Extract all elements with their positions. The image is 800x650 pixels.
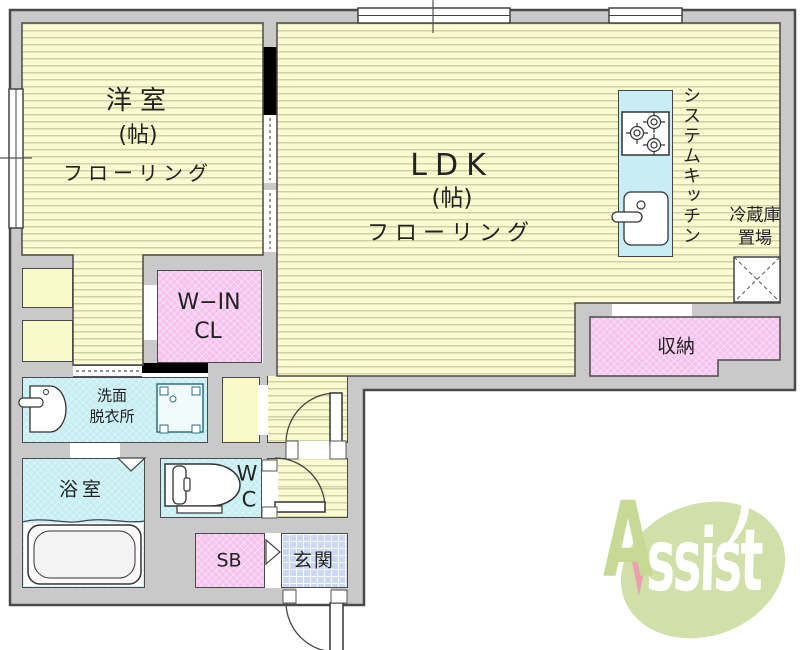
wall-right (780, 10, 795, 390)
wall-black-segment (263, 47, 277, 115)
entrance-label: 玄関 (292, 549, 336, 572)
ldk-size: (帖) (431, 185, 473, 212)
wall-wic-top (143, 255, 263, 270)
kitchen-sink-icon (611, 191, 669, 246)
shoebox-label: SB (216, 549, 242, 572)
bathroom-label: 浴室 (58, 478, 106, 501)
wc-label-2: C (241, 487, 257, 512)
wc-door-leaf (274, 501, 326, 513)
refrigerator-space-icon (733, 256, 781, 303)
ldk-outline (276, 22, 781, 377)
washroom-door-opening (70, 443, 120, 458)
hall-door-leaf (329, 392, 343, 444)
room-wic (157, 270, 262, 363)
window-top-2 (608, 7, 683, 24)
storage-label: 収納 (656, 335, 696, 358)
sliding-door-panel-2 (263, 190, 277, 252)
wall-room-divider-top (263, 23, 277, 47)
outer-wall-outline (8, 8, 797, 607)
fridge-label-2: 置場 (738, 228, 772, 249)
hall-door-arc (285, 392, 337, 444)
jamb-notch (329, 440, 347, 460)
window-left (0, 88, 32, 229)
stove-icon (621, 111, 670, 156)
ldk-name: LDK (410, 148, 494, 183)
yoshitsu-outline (21, 22, 264, 366)
wall-wc-bottom (145, 518, 348, 533)
hall-door-opening (298, 441, 330, 459)
entrance-step-marker (265, 538, 281, 566)
wc-door-arc (274, 457, 326, 509)
storage-opening (612, 304, 692, 317)
jamb-notch (282, 589, 297, 604)
wic-door-opening (142, 285, 157, 340)
wall-closet-bottom (22, 362, 73, 377)
yoshitsu-floor: フローリング (63, 161, 213, 185)
logo-a-counter (630, 552, 648, 596)
jamb-notch (261, 506, 278, 519)
wall-black-segment-wic (142, 363, 208, 373)
wc-label-1: W (236, 461, 258, 486)
logo-leaf-vein (706, 494, 750, 561)
wall-storage-fill (718, 360, 780, 376)
yoshitsu-name: 洋室 (105, 86, 175, 116)
washing-machine-icon (156, 383, 204, 434)
entry-door-opening (296, 588, 331, 605)
wash-basin-icon (18, 385, 67, 433)
wall-closet-mid (22, 308, 73, 320)
entry-door-arc (285, 602, 325, 650)
washroom-label-1: 洗面 (96, 386, 128, 405)
ldk-floor: フローリング (366, 221, 536, 246)
nook-opening (258, 385, 268, 435)
jamb-notch (285, 440, 299, 460)
storage-outline (589, 316, 781, 377)
yoshitsu-size: (帖) (118, 123, 158, 148)
wall-yoshitsu-bottom (22, 255, 73, 268)
system-kitchen-label: システムキッチン (680, 86, 701, 246)
wall-bottom-left (10, 588, 364, 605)
jamb-notch (261, 459, 278, 472)
wic-label-1: W−IN (177, 290, 241, 315)
sliding-door-gap (263, 183, 277, 190)
entry-door-leaf (329, 602, 344, 650)
wall-bottom-right (348, 376, 795, 390)
room-entrance (281, 533, 348, 588)
wall-wic-bottom (208, 363, 263, 377)
fridge-label-1: 冷蔵庫 (729, 205, 781, 226)
wall-washroom-right (208, 377, 222, 443)
window-top-1 (357, 0, 511, 33)
washroom-label-2: 脱衣所 (89, 407, 135, 426)
jamb-notch (330, 589, 348, 604)
room-sb (195, 533, 265, 588)
toilet-icon (164, 463, 241, 514)
wc-door-opening (262, 460, 278, 518)
wall-sb-left (145, 533, 195, 588)
wall-entry-vertical (348, 376, 364, 605)
closet-box-2 (22, 320, 73, 362)
logo-leaf (620, 501, 786, 639)
logo-text: ssist (645, 511, 763, 611)
bathtub-icon (21, 519, 146, 585)
bath-door-marker (116, 457, 147, 472)
wic-label-2: CL (194, 319, 222, 344)
logo-letter-a: A (603, 479, 653, 601)
wall-storage-left (575, 317, 590, 376)
